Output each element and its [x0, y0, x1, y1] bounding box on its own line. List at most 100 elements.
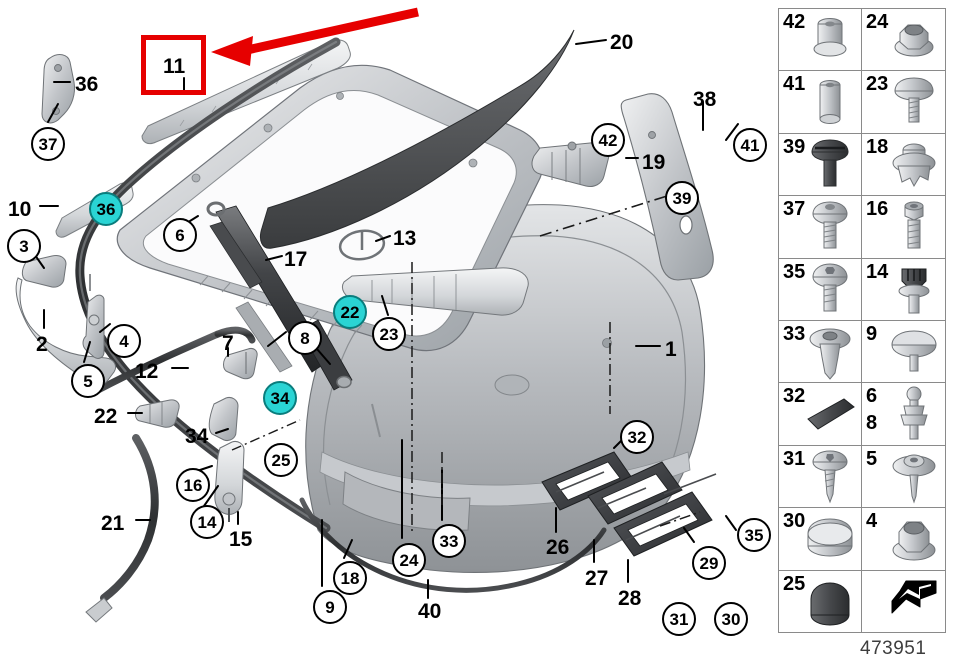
part-cell-35[interactable]: 35 — [779, 258, 862, 321]
parts-table-row: 25 — [779, 570, 945, 633]
part-cell-5[interactable]: 5 — [862, 446, 945, 507]
callout-16: 16 — [176, 468, 210, 502]
parts-table-row: 30 4 — [779, 508, 945, 571]
callout-29: 29 — [692, 546, 726, 580]
part-number: 6 — [866, 385, 878, 408]
part-cell-25[interactable]: 25 — [779, 570, 862, 633]
part-number-secondary: 8 — [866, 412, 878, 435]
callout-8: 8 — [288, 321, 322, 355]
callout-17: 17 — [284, 248, 308, 271]
part-number: 32 — [783, 385, 806, 408]
callout-21: 21 — [101, 512, 125, 535]
collar-screw-icon — [886, 448, 942, 506]
dark-cap-stud-icon — [886, 261, 942, 319]
part-cell-32[interactable]: 32 — [779, 383, 862, 445]
expanding-clip-icon — [802, 323, 858, 381]
part-cell-24[interactable]: 24 — [862, 9, 945, 70]
callout-35: 35 — [737, 518, 771, 552]
part-number: 24 — [866, 11, 889, 33]
highlight-box-11 — [141, 35, 206, 95]
license-plate-brackets — [541, 451, 717, 557]
part-cell-33[interactable]: 33 — [779, 321, 862, 383]
callout-6: 6 — [163, 218, 197, 252]
part-number: 37 — [783, 198, 806, 221]
callout-42: 42 — [591, 123, 625, 157]
spoiler-part-20 — [259, 29, 575, 249]
parts-table-row: 35 14 — [779, 258, 945, 322]
dark-slotted-screw-icon — [802, 136, 858, 194]
part-cell-4[interactable]: 4 — [862, 508, 945, 569]
flat-pad-icon — [802, 385, 858, 443]
part-number: 33 — [783, 323, 806, 346]
part-number: 30 — [783, 510, 806, 533]
part-number: 9 — [866, 323, 878, 346]
callout-31: 31 — [662, 602, 696, 636]
part-number: 41 — [783, 73, 806, 96]
callout-10: 10 — [8, 198, 32, 221]
part-number: 18 — [866, 135, 889, 158]
callout-4: 4 — [107, 324, 141, 358]
callout-36: 36 — [75, 73, 99, 96]
lower-seal-40 — [299, 497, 607, 593]
part-cell-arrow-direction-icon[interactable] — [862, 571, 945, 632]
part-cell-18[interactable]: 18 — [862, 134, 945, 195]
part-cell-23[interactable]: 23 — [862, 71, 945, 132]
part-number: 14 — [866, 260, 889, 283]
parts-table-row: 41 23 — [779, 71, 945, 134]
parts-table-row: 39 18 — [779, 133, 945, 197]
callout-1: 1 — [665, 338, 677, 361]
parts-table-row: 33 9 — [779, 321, 945, 384]
reference-dash-lines — [411, 262, 701, 532]
part-cell-31[interactable]: 31 — [779, 445, 862, 508]
callout-24: 24 — [392, 543, 426, 577]
sleeve-nut-icon — [802, 73, 858, 131]
callout-12: 12 — [135, 360, 159, 383]
torx-pan-screw-icon — [802, 261, 858, 319]
part-cell-16[interactable]: 16 — [862, 196, 945, 257]
part-cell-39[interactable]: 39 — [779, 133, 862, 196]
upper-hinge-rail-19-42 — [531, 93, 714, 281]
self-tapping-screw-icon — [802, 448, 858, 506]
callout-34: 34 — [185, 425, 209, 448]
dark-plug-icon — [802, 573, 858, 631]
part-cell-41[interactable]: 41 — [779, 71, 862, 133]
callout-25: 25 — [264, 443, 298, 477]
callout-40: 40 — [418, 600, 442, 623]
pan-head-screw-icon — [802, 198, 858, 256]
dome-head-screw-icon — [886, 73, 942, 131]
ball-stud-icon — [886, 385, 942, 443]
round-cover-cap-icon — [886, 323, 942, 381]
part-number: 4 — [866, 510, 878, 533]
callout-20: 20 — [610, 31, 634, 54]
part-number: 5 — [866, 447, 878, 470]
callout-39: 39 — [665, 181, 699, 215]
part-cell-14[interactable]: 14 — [862, 259, 945, 320]
wiper-linkage-2-3-4-5 — [15, 255, 117, 386]
callout-26: 26 — [546, 536, 570, 559]
callout-23: 23 — [372, 317, 406, 351]
nut-insert-icon — [802, 11, 858, 69]
callout-38: 38 — [693, 88, 717, 111]
bracket-7 — [223, 348, 258, 380]
callout-13: 13 — [393, 227, 417, 250]
striker-14-15-16-34 — [208, 397, 301, 522]
hex-socket-bolt-icon — [886, 198, 942, 256]
part-cell-42[interactable]: 42 — [779, 9, 862, 71]
callout-18: 18 — [333, 561, 367, 595]
callout-27: 27 — [585, 567, 609, 590]
parts-table-row: 37 16 — [779, 196, 945, 259]
callout-2: 2 — [36, 333, 48, 356]
hinge-bracket-13 — [338, 229, 386, 261]
callout-22: 22 — [94, 405, 118, 428]
part-number: 39 — [783, 135, 806, 158]
part-cell-37[interactable]: 37 — [779, 196, 862, 258]
hex-flange-nut-icon — [886, 510, 942, 568]
part-cell-30[interactable]: 30 — [779, 508, 862, 570]
part-number: 35 — [783, 260, 806, 283]
part-cell-9[interactable]: 9 — [862, 321, 945, 382]
